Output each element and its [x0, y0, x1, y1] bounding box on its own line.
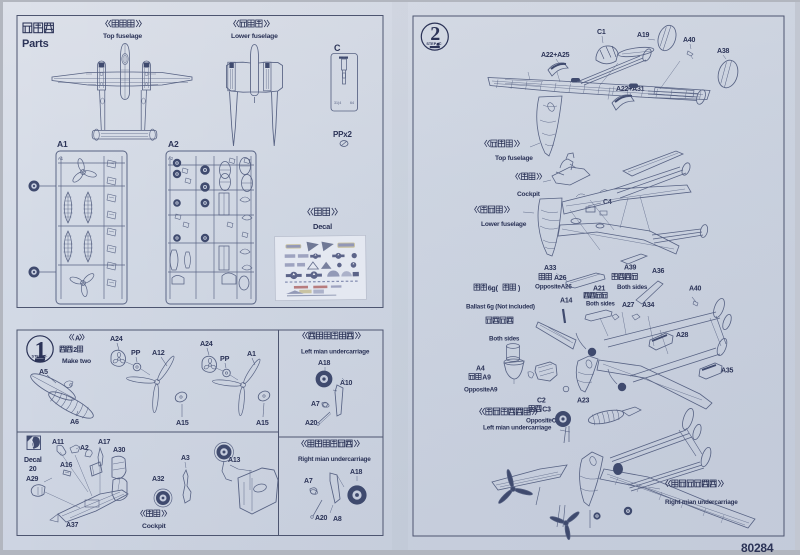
svg-text:64: 64 [350, 101, 354, 105]
svg-text:STEP: STEP [426, 42, 436, 46]
svg-text:A5: A5 [39, 367, 48, 376]
svg-text:C4: C4 [603, 199, 612, 206]
svg-text:2: 2 [73, 347, 77, 354]
svg-text:Cockpit: Cockpit [142, 523, 166, 530]
svg-text:Cockpit: Cockpit [517, 191, 541, 198]
svg-text:A32: A32 [152, 476, 165, 483]
svg-text:): ) [518, 286, 520, 293]
svg-text:Lower fuselage: Lower fuselage [481, 221, 527, 228]
svg-text:Top fuselage: Top fuselage [103, 33, 142, 40]
svg-text:A7: A7 [304, 478, 313, 485]
svg-text:A30: A30 [113, 447, 126, 454]
svg-text:A20: A20 [315, 515, 328, 522]
svg-text:A2: A2 [168, 156, 174, 161]
svg-text:2: 2 [430, 23, 440, 45]
svg-text:Top fuselage: Top fuselage [495, 155, 533, 162]
svg-text:A6: A6 [70, 417, 79, 426]
svg-text:OppositeC3: OppositeC3 [526, 418, 560, 425]
svg-text:A: A [75, 334, 80, 342]
svg-text:Right mian undercarriage: Right mian undercarriage [665, 499, 738, 506]
svg-text:A39: A39 [624, 265, 637, 272]
svg-text:A3: A3 [181, 455, 190, 462]
svg-text:Parts: Parts [22, 38, 49, 50]
svg-text:A1: A1 [247, 349, 256, 358]
svg-text:A27: A27 [622, 302, 635, 309]
svg-text:OppositeA26: OppositeA26 [535, 284, 572, 291]
svg-text:A24: A24 [200, 339, 213, 348]
svg-text:PP: PP [131, 348, 141, 357]
svg-text:Both sides: Both sides [617, 284, 648, 291]
svg-text:A22+A25: A22+A25 [541, 52, 570, 59]
svg-text:A12: A12 [152, 348, 165, 357]
svg-text:A29: A29 [26, 476, 39, 483]
svg-text:A36: A36 [652, 268, 665, 275]
svg-text:Make two: Make two [62, 358, 91, 365]
svg-text:A35: A35 [721, 368, 734, 375]
svg-text:A20: A20 [305, 420, 318, 427]
svg-text:A19: A19 [637, 32, 650, 39]
svg-text:Decal: Decal [24, 457, 42, 464]
svg-text:Ballast 6g (Not included): Ballast 6g (Not included) [466, 304, 535, 311]
svg-text:A17: A17 [98, 439, 111, 446]
svg-text:A9: A9 [482, 375, 491, 382]
svg-text:A26: A26 [554, 274, 567, 282]
svg-text:A2: A2 [168, 139, 179, 149]
svg-text:A18: A18 [318, 360, 331, 367]
svg-text:A34: A34 [642, 302, 655, 309]
svg-text:A10: A10 [340, 380, 353, 387]
svg-text:80284: 80284 [741, 541, 774, 555]
svg-text:A38: A38 [717, 48, 730, 55]
svg-text:A33: A33 [544, 265, 557, 272]
svg-text:A7: A7 [311, 401, 320, 408]
svg-text:A28: A28 [676, 332, 689, 339]
svg-text:A2: A2 [80, 445, 89, 452]
svg-text:C2: C2 [537, 398, 546, 405]
svg-text:A18: A18 [350, 469, 363, 476]
svg-text:STEP: STEP [32, 354, 42, 358]
svg-text:A22+A31: A22+A31 [616, 86, 645, 93]
svg-text:A40: A40 [683, 37, 696, 44]
svg-text:6g(: 6g( [488, 284, 499, 292]
svg-text:A4: A4 [476, 366, 485, 373]
svg-text:Left mian undercarriage: Left mian undercarriage [483, 425, 552, 432]
svg-text:Both sides: Both sides [586, 302, 616, 308]
svg-text:A1: A1 [58, 156, 64, 161]
svg-text:C3: C3 [542, 407, 551, 414]
svg-text:Right mian undercarriage: Right mian undercarriage [298, 456, 371, 463]
svg-text:PP: PP [220, 354, 230, 363]
svg-text:A1: A1 [57, 139, 68, 149]
svg-text:Left mian undercarriage: Left mian undercarriage [301, 349, 370, 356]
svg-text:C1: C1 [597, 29, 606, 36]
svg-text:A15: A15 [176, 418, 189, 427]
svg-text:20: 20 [29, 466, 37, 473]
svg-text:Both sides: Both sides [489, 336, 520, 343]
svg-text:A11: A11 [52, 439, 64, 446]
svg-text:A8: A8 [333, 516, 342, 523]
svg-text:A15: A15 [256, 418, 269, 427]
svg-text:A14: A14 [560, 298, 573, 305]
svg-text:A37: A37 [66, 522, 79, 529]
svg-text:Decal: Decal [313, 222, 332, 231]
svg-text:A13: A13 [228, 457, 241, 464]
svg-text:A24: A24 [110, 334, 123, 343]
svg-text:PPx2: PPx2 [333, 130, 353, 139]
svg-text:OppositeA9: OppositeA9 [464, 387, 498, 394]
svg-text:31)4: 31)4 [334, 101, 341, 105]
svg-text:A40: A40 [689, 286, 702, 293]
svg-text:C: C [334, 43, 341, 53]
svg-text:A23: A23 [577, 398, 590, 405]
svg-text:A16: A16 [60, 462, 73, 469]
svg-text:Lower fuselage: Lower fuselage [231, 33, 278, 40]
svg-text:A21: A21 [593, 286, 606, 293]
